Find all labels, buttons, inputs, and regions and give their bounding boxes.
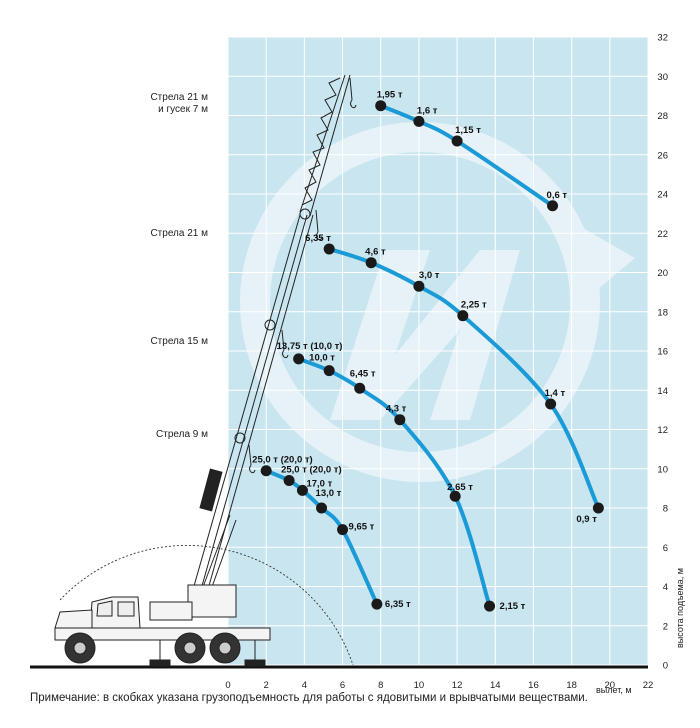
load-point — [323, 365, 335, 377]
load-curve-series — [378, 103, 555, 208]
load-point — [296, 484, 308, 496]
load-points — [260, 100, 604, 612]
y-tick-label: 4 — [663, 582, 668, 593]
y-tick-label: 20 — [657, 268, 668, 279]
load-point-label: 13,0 т — [316, 488, 342, 499]
load-point-label: 13,75 т (10,0 т) — [277, 341, 343, 352]
load-point-label: 0,6 т — [547, 190, 568, 201]
load-point-label: 3,0 т — [419, 270, 440, 281]
y-tick-label: 24 — [657, 190, 668, 201]
load-point-label: 17,0 т — [306, 478, 332, 489]
boom-label-9m: Стрела 9 м — [98, 429, 208, 441]
load-point-label: 2,25 т — [461, 300, 487, 311]
load-point-label: 4,3 т — [386, 404, 407, 415]
load-point-labels: 1,95 т 1,6 т 1,15 т 0,6 т 6,35 т 4,6 т 3,0 т 2,… — [252, 90, 597, 612]
y-tick-label: 0 — [663, 661, 668, 672]
footnote: Примечание: в скобках указана грузоподъе… — [30, 692, 588, 704]
load-point-label: 6,45 т — [350, 368, 376, 379]
load-point — [293, 353, 305, 365]
x-tick-label: 20 — [605, 680, 616, 691]
load-point-label: 2,65 т — [447, 482, 473, 493]
load-point-label: 2,15 т — [500, 601, 526, 612]
y-tick-label: 2 — [663, 621, 668, 632]
load-point — [283, 475, 295, 487]
y-tick-label: 12 — [657, 425, 668, 436]
load-point — [449, 490, 461, 502]
load-point-label: 4,6 т — [365, 247, 386, 258]
x-tick-label: 0 — [225, 680, 230, 691]
load-point-label: 6,35 т — [305, 233, 331, 244]
load-point — [545, 398, 557, 410]
y-tick-label: 32 — [657, 33, 668, 44]
load-point — [457, 310, 469, 322]
crane-truck-icon — [54, 74, 357, 667]
y-tick-label: 28 — [657, 111, 668, 122]
load-point-label: 6,35 т — [385, 599, 411, 610]
load-point — [451, 135, 463, 147]
load-point-label: 25,0 т (20,0 т) — [281, 465, 342, 476]
x-axis-title: вылет, м — [596, 685, 632, 695]
load-point — [547, 200, 559, 212]
y-tick-label: 8 — [663, 504, 668, 515]
x-tick-label: 12 — [452, 680, 463, 691]
boom-label-line: Стрела 15 м — [150, 336, 208, 347]
boom-label-line: Стрела 21 м — [150, 228, 208, 239]
x-tick-label: 10 — [414, 680, 425, 691]
boom-label-line: Стрела 9 м — [156, 429, 208, 440]
load-point — [484, 600, 496, 612]
load-point — [354, 382, 366, 394]
boom-label-line: и гусек 7 м — [158, 104, 208, 115]
load-point — [413, 115, 425, 127]
load-point-label: 9,65 т — [349, 522, 375, 533]
y-tick-label: 22 — [657, 229, 668, 240]
load-point-label: 25,0 т (20,0 т) — [252, 455, 313, 466]
watermark-logo-icon — [240, 122, 635, 482]
x-tick-label: 14 — [490, 680, 501, 691]
x-tick-label: 18 — [566, 680, 577, 691]
boom-label-21m: Стрела 21 м — [98, 228, 208, 240]
y-tick-label: 30 — [657, 72, 668, 83]
load-point — [260, 465, 272, 477]
y-tick-label: 6 — [663, 543, 668, 554]
load-point — [323, 243, 335, 255]
y-axis-title: высота подъема, м — [675, 568, 685, 648]
boom-label-15m: Стрела 15 м — [98, 336, 208, 348]
load-point — [365, 257, 377, 269]
x-tick-label: 2 — [264, 680, 269, 691]
boom-label-line: Стрела 21 м — [150, 92, 208, 103]
y-tick-label: 16 — [657, 347, 668, 358]
y-tick-label: 26 — [657, 150, 668, 161]
load-point — [592, 502, 604, 514]
x-tick-label: 16 — [528, 680, 539, 691]
y-tick-label: 10 — [657, 464, 668, 475]
load-point — [375, 100, 387, 112]
load-point — [371, 598, 383, 610]
boom-label-21m-jib7m: Стрела 21 м и гусек 7 м — [98, 92, 208, 116]
load-point — [337, 524, 349, 536]
y-tick-label: 18 — [657, 307, 668, 318]
load-point — [394, 414, 406, 426]
load-point-label: 1,95 т — [377, 90, 403, 101]
x-tick-label: 8 — [378, 680, 383, 691]
load-point-label: 1,6 т — [417, 105, 438, 116]
x-tick-label: 6 — [340, 680, 345, 691]
x-tick-label: 22 — [643, 680, 654, 691]
x-tick-label: 4 — [302, 680, 307, 691]
y-tick-label: 14 — [657, 386, 668, 397]
load-point — [316, 502, 328, 514]
load-point — [413, 280, 425, 292]
load-point-label: 0,9 т — [576, 514, 597, 525]
load-point-label: 1,15 т — [455, 125, 481, 136]
load-point-label: 1,4 т — [545, 388, 566, 399]
load-point-label: 10,0 т — [309, 353, 335, 364]
